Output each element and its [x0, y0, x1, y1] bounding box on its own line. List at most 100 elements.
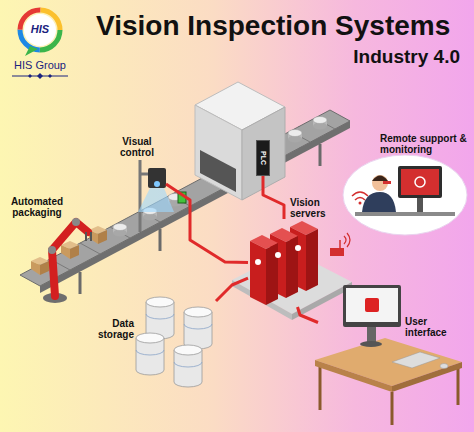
network-cable	[263, 176, 284, 219]
robot-arm	[43, 218, 91, 303]
network-cable	[216, 278, 248, 301]
camera	[138, 160, 186, 232]
robot-arm	[90, 232, 92, 241]
monitor	[367, 327, 376, 343]
server-tower	[255, 259, 261, 265]
server-tower	[275, 252, 281, 258]
subtitle: Industry 4.0	[353, 46, 460, 68]
conveyor-legs	[79, 272, 82, 294]
remote-operator	[352, 192, 368, 196]
camera	[139, 160, 142, 232]
inspection-tunnel	[200, 150, 236, 192]
cardboard-box	[61, 245, 70, 259]
storage-cylinder	[184, 307, 212, 317]
logo-ring	[25, 46, 38, 56]
storage-cylinder	[184, 312, 212, 349]
company-name: HIS Group	[5, 59, 75, 71]
conveyor-belt	[80, 243, 100, 254]
logo-ring	[20, 10, 60, 50]
wifi-router	[347, 233, 350, 247]
server-tower	[306, 229, 318, 291]
storage-cylinder	[146, 314, 174, 319]
remote-operator	[355, 212, 455, 216]
remote-operator	[383, 181, 391, 184]
inspected-part	[288, 130, 302, 137]
conveyor-belt	[20, 110, 350, 293]
cardboard-box	[70, 245, 79, 259]
remote-operator	[415, 177, 425, 187]
logo-ring	[37, 73, 43, 79]
storage-cylinder	[174, 362, 202, 367]
wifi-router	[330, 233, 350, 256]
inspection-tunnel	[195, 105, 242, 200]
storage-cylinder	[136, 333, 164, 343]
remote-operator	[398, 166, 442, 198]
inspected-part	[113, 224, 127, 231]
device-node: Vision servers	[248, 219, 320, 307]
desk	[392, 362, 462, 392]
logo-text: HIS	[24, 23, 56, 35]
plc-label: PLC	[259, 151, 267, 165]
camera	[154, 181, 160, 187]
network-cable	[298, 307, 319, 323]
device-label: Vision servers	[290, 197, 338, 219]
robot-arm	[48, 246, 56, 254]
logo-ring	[20, 10, 60, 50]
wifi-router	[344, 236, 346, 244]
device-label: Visual control	[112, 136, 162, 158]
device-node: User interface	[318, 283, 465, 423]
cardboard-box	[31, 261, 40, 275]
camera	[148, 168, 166, 188]
cardboard-box	[40, 261, 49, 275]
storage-cylinder	[136, 297, 212, 387]
desk	[315, 338, 462, 425]
inspected-part	[288, 117, 327, 143]
robot-arm	[52, 222, 88, 296]
storage-cylinder	[136, 338, 164, 375]
device-node: Automated packaging	[30, 210, 80, 302]
device-label: Remote support & monitoring	[380, 133, 468, 155]
network-cable	[166, 184, 248, 262]
device-label: Data storage	[88, 318, 134, 340]
server-tower	[286, 236, 298, 298]
device-node: Data storage	[134, 294, 216, 390]
storage-cylinder	[174, 345, 202, 355]
inspection-tunnel	[195, 82, 285, 200]
desk	[440, 364, 448, 369]
server-tower	[250, 221, 318, 305]
remote-operator	[359, 202, 362, 205]
monitor	[346, 288, 398, 322]
monitor	[343, 285, 401, 347]
wifi-router	[330, 248, 344, 256]
camera	[138, 188, 174, 212]
conveyor-legs	[159, 229, 162, 251]
remote-operator	[401, 169, 439, 195]
inspected-part	[313, 117, 327, 124]
desk	[457, 368, 460, 405]
monitor	[343, 285, 401, 327]
logo-ring	[28, 74, 32, 78]
logo-ring	[24, 14, 56, 46]
device-node: Remote support & monitoring	[345, 157, 467, 233]
desk	[315, 360, 392, 392]
wifi-router	[339, 240, 341, 248]
robot-arm	[85, 232, 87, 241]
logo-ring	[20, 10, 60, 50]
remote-operator	[372, 176, 388, 182]
cardboard-box	[98, 230, 107, 244]
conveyor-legs	[319, 144, 322, 166]
logo-ring	[48, 74, 52, 78]
server-tower	[266, 243, 278, 305]
cardboard-box	[89, 230, 98, 244]
device-label: Automated packaging	[5, 196, 69, 218]
diagram-title: Vision Inspection Systems	[96, 10, 450, 42]
desk	[319, 366, 322, 410]
server-tower	[250, 241, 266, 305]
storage-cylinder	[174, 350, 202, 387]
device-label: User interface	[405, 316, 460, 338]
remote-operator	[355, 198, 365, 201]
plc-panel: PLC	[256, 140, 270, 176]
logo-ring	[20, 10, 60, 50]
monitor	[365, 298, 379, 312]
